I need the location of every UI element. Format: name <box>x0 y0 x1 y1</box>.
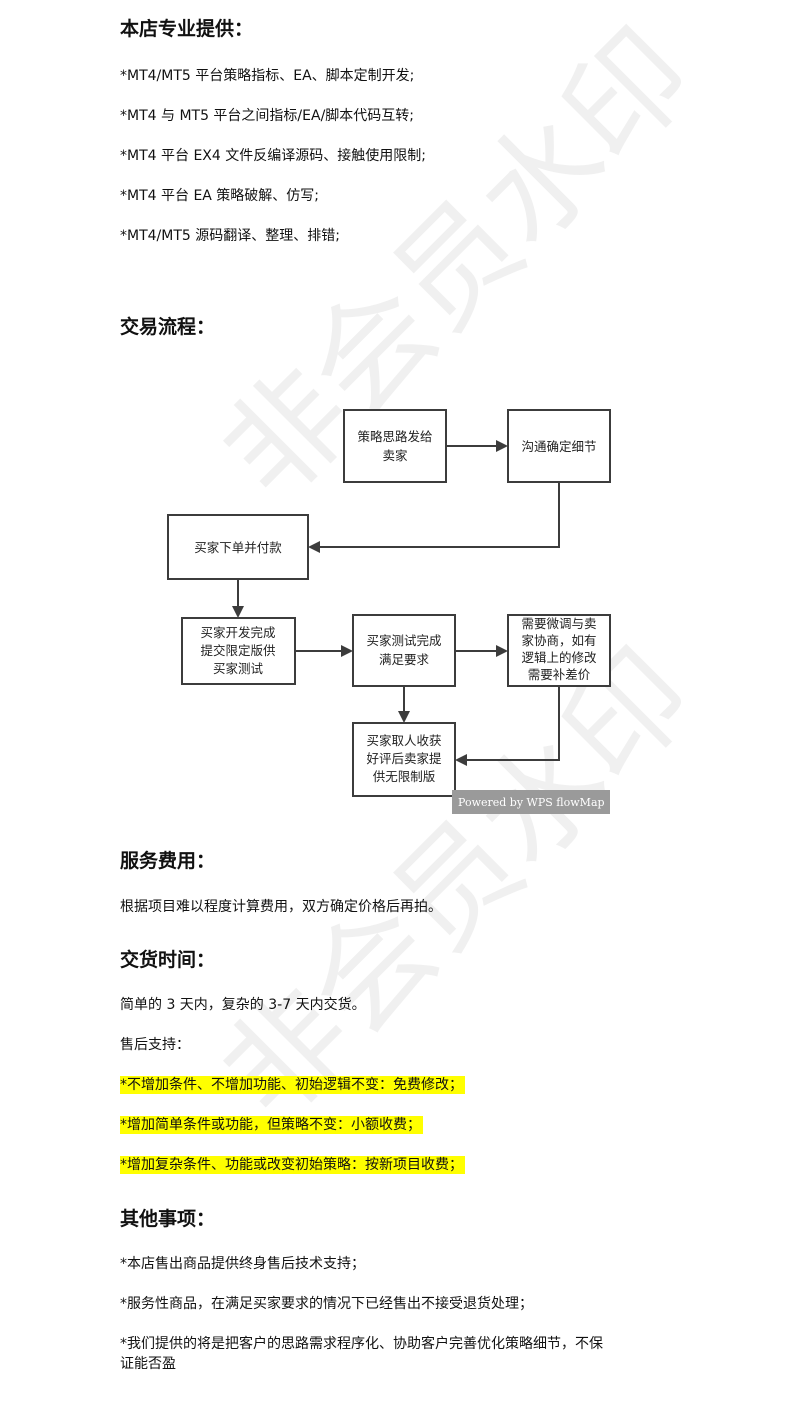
other-title: 其他事项： <box>120 1208 216 1230</box>
node-text: 需要补差价 <box>528 667 591 682</box>
arrowhead <box>455 754 467 766</box>
connector-n6-n7 <box>467 686 560 761</box>
flow-node-n7 <box>352 722 456 797</box>
other-item: *服务性商品，在满足买家要求的情况下已经售出不接受退货处理； <box>120 1296 533 1312</box>
connector-n2-n3 <box>320 482 560 548</box>
node-text: 供无限制版 <box>373 769 436 784</box>
arrowhead <box>496 440 508 452</box>
arrowhead <box>496 645 508 657</box>
delivery-title: 交货时间： <box>120 949 216 971</box>
flow-node-n6 <box>507 614 611 687</box>
arrowhead <box>308 541 320 553</box>
node-text: 需要微调与卖 <box>521 616 596 631</box>
provide-item: *MT4 平台 EA 策略破解、仿写; <box>120 188 320 204</box>
node-text: 沟通确定细节 <box>521 439 596 454</box>
fee-text: 根据项目难以程度计算费用，双方确定价格后再拍。 <box>120 899 442 915</box>
node-text: 卖家 <box>382 448 408 463</box>
node-text: 家协商，如有 <box>521 633 596 648</box>
delivery-text: 简单的 3 天内，复杂的 3-7 天内交货。 <box>120 997 366 1013</box>
fee-title: 服务费用： <box>120 850 216 872</box>
other-item: *本店售出商品提供终身售后技术支持； <box>120 1256 365 1272</box>
after-sales-label: 售后支持： <box>120 1037 190 1053</box>
provide-item: *MT4/MT5 平台策略指标、EA、脚本定制开发; <box>120 68 415 84</box>
node-text: 买家开发完成 <box>200 625 275 640</box>
node-text: 好评后卖家提 <box>366 751 442 766</box>
after-sales-item: *不增加条件、不增加功能、初始逻辑不变：免费修改； <box>120 1075 465 1095</box>
arrowhead <box>232 606 244 618</box>
highlighted-text: *增加简单条件或功能，但策略不变：小额收费； <box>120 1116 423 1134</box>
provide-item: *MT4 平台 EX4 文件反编译源码、接触使用限制; <box>120 148 426 164</box>
node-text: 提交限定版供 <box>200 643 275 658</box>
process-title: 交易流程： <box>120 316 216 338</box>
powered-by-badge <box>452 790 610 814</box>
node-text: 满足要求 <box>379 652 430 667</box>
after-sales-item: *增加简单条件或功能，但策略不变：小额收费； <box>120 1115 423 1135</box>
node-text: 买家测试 <box>213 661 264 676</box>
highlighted-text: *增加复杂条件、功能或改变初始策略：按新项目收费； <box>120 1156 465 1174</box>
arrowhead <box>398 711 410 723</box>
node-text: 买家下单并付款 <box>194 540 282 555</box>
other-item-line2: 证能否盈 <box>120 1356 176 1372</box>
provide-item: *MT4/MT5 源码翻译、整理、排错; <box>120 228 340 244</box>
flow-node-n5 <box>352 614 456 687</box>
provide-title: 本店专业提供： <box>120 18 254 40</box>
powered-by-text: Powered by WPS flowMap <box>458 796 605 809</box>
other-item-line1: *我们提供的将是把客户的思路需求程序化、协助客户完善优化策略细节，不保 <box>120 1336 603 1352</box>
provide-item: *MT4 与 MT5 平台之间指标/EA/脚本代码互转; <box>120 108 414 124</box>
node-text: 策略思路发给 <box>357 429 432 444</box>
flow-node-n1 <box>343 409 447 483</box>
flow-node-n2 <box>507 409 611 483</box>
node-text: 买家测试完成 <box>366 633 441 648</box>
highlighted-text: *不增加条件、不增加功能、初始逻辑不变：免费修改； <box>120 1076 465 1094</box>
node-text: 买家取人收获 <box>366 733 441 748</box>
flow-node-n4 <box>181 617 296 685</box>
arrowhead <box>341 645 353 657</box>
node-text: 逻辑上的修改 <box>521 650 597 665</box>
flow-node-n3 <box>167 514 309 580</box>
after-sales-item: *增加复杂条件、功能或改变初始策略：按新项目收费； <box>120 1155 465 1175</box>
flow-diagram: 策略思路发给 卖家 沟通确定细节 买家下单并付款 买家开发完成 提交限定版供 买… <box>167 409 611 814</box>
